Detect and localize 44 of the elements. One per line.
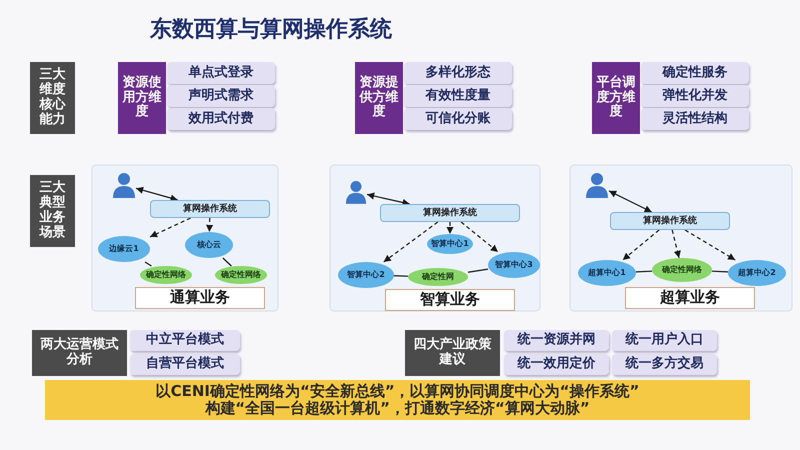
arrow: [672, 230, 681, 258]
arrow: [383, 222, 438, 262]
person-icon: [585, 172, 609, 198]
dimension-label: 平台调度方维度: [592, 62, 640, 134]
capability-box: 统一效用定价: [504, 354, 609, 375]
summary-banner: 以CENI确定性网络为“安全新总线”，以算网协同调度中心为“操作系统” 构建“全国一台超级计算机”，打通数字经济“算网大动脉”: [45, 380, 750, 420]
capability-box: 中立平台模式: [130, 330, 240, 351]
dimension-label: 资源使用方维度: [118, 62, 166, 134]
capability-box: 灵活性结构: [641, 108, 749, 130]
arrow: [136, 186, 178, 202]
arrow: [622, 230, 660, 260]
capability-box: 单点式登录: [167, 62, 275, 84]
capability-box: 可信化分账: [404, 108, 512, 130]
arrow: [366, 192, 410, 206]
scenario-caption: 超算业务: [625, 287, 755, 309]
arrow: [150, 217, 191, 238]
slide-title: 东数西算与算网操作系统: [150, 16, 392, 44]
capability-box: 多样化形态: [404, 62, 512, 84]
capability-box: 弹性化并发: [641, 85, 749, 107]
capability-box: 效用式付费: [167, 108, 275, 130]
arrow: [206, 218, 214, 232]
section-label: 三大维度核心能力: [30, 62, 75, 134]
capability-box: 确定性服务: [641, 62, 749, 84]
system-bar: 算网操作系统: [380, 204, 520, 222]
dimension-label: 资源提供方维度: [355, 62, 403, 134]
section-label: 三大典型业务场景: [30, 175, 75, 247]
section-label: 四大产业政策建议: [405, 330, 500, 376]
capability-box: 统一资源并网: [504, 330, 609, 351]
system-bar: 算网操作系统: [610, 212, 730, 230]
capability-box: 自营平台模式: [130, 354, 240, 375]
scenario-caption: 智算业务: [385, 289, 515, 311]
section-label: 两大运营模式分析: [32, 330, 127, 376]
person-icon: [345, 180, 367, 204]
capability-box: 统一多方交易: [612, 354, 717, 375]
person-icon: [112, 172, 136, 198]
arrow: [446, 222, 454, 234]
arrow: [608, 190, 652, 213]
system-bar: 算网操作系统: [150, 200, 270, 218]
arrow: [684, 229, 736, 261]
capability-box: 有效性度量: [404, 85, 512, 107]
capability-box: 声明式需求: [167, 85, 275, 107]
arrow: [460, 222, 498, 252]
capability-box: 统一用户入口: [612, 330, 717, 351]
scenario-caption: 通算业务: [135, 287, 265, 309]
